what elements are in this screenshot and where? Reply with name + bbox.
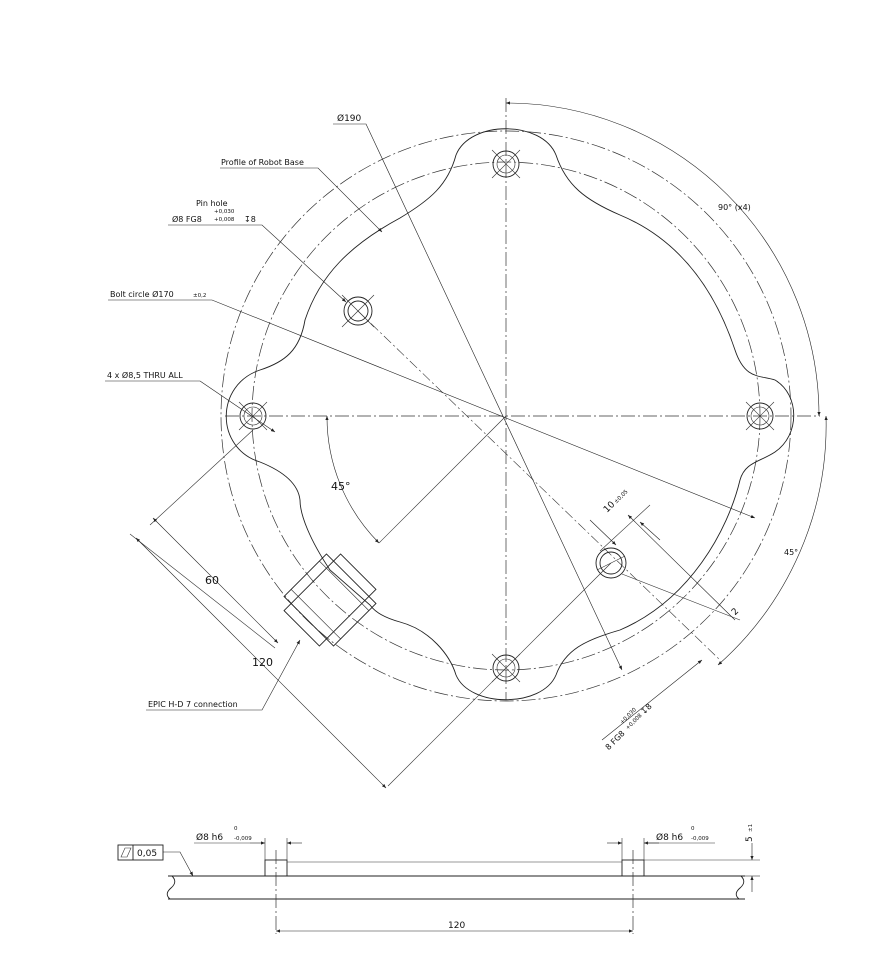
dim-10-ext1 <box>599 504 651 552</box>
d190-leader <box>333 123 623 671</box>
label-dim-60: 60 <box>205 574 219 587</box>
top-view: Ø190 Profile of Robot Base Pin hole Ø8 F… <box>105 98 828 789</box>
epic-leader <box>146 639 301 711</box>
angle-90-arc <box>505 101 821 417</box>
plate-left-break <box>166 875 176 900</box>
dim-10-ext2 <box>621 573 741 621</box>
label-pin-right-depth: ↧8 <box>639 702 654 717</box>
label-pin-hole-spec: Ø8 FG8 <box>172 214 202 224</box>
epic-connector <box>283 553 377 647</box>
label-holes: 4 x Ø8,5 THRU ALL <box>107 370 183 380</box>
holes-leader <box>105 380 276 433</box>
label-angle-45-left: 45° <box>331 480 351 493</box>
label-pin-left-tol-lower: -0,009 <box>234 836 252 842</box>
dim-2-line <box>627 514 736 621</box>
label-pin-right-tol-lower-side: -0,009 <box>691 836 709 842</box>
label-dim-2: 2 <box>730 607 741 618</box>
profile-leader <box>220 167 383 233</box>
flatness-symbol <box>120 847 132 858</box>
label-profile: Profile of Robot Base <box>221 158 304 167</box>
label-dim-120: 120 <box>252 656 273 669</box>
label-pin-right-spec: 8 FG8 <box>604 729 627 752</box>
angle-45-right-arc <box>717 415 828 666</box>
plate-right-break <box>735 875 745 900</box>
label-pin-hole-tol-lower: +0,008 <box>214 217 235 223</box>
label-epic: EPIC H-D 7 connection <box>148 700 238 709</box>
label-pin-left-spec: Ø8 h6 <box>196 832 223 843</box>
flatness-leader <box>163 851 194 877</box>
robot-base-profile <box>225 128 795 701</box>
pin-right-leader <box>601 659 703 741</box>
label-angle-90: 90° (x4) <box>718 203 751 212</box>
side-view: Ø8 h6 0 -0,009 Ø8 h6 0 -0,009 0,05 5 ±1 … <box>117 824 760 934</box>
dim-10-line-b <box>639 521 661 541</box>
label-angle-45-right: 45° <box>784 548 798 557</box>
diagonal-center-line <box>357 310 721 661</box>
label-pin-hole-title: Pin hole <box>196 199 228 208</box>
dim-10-line <box>589 519 617 546</box>
connector-direction-line <box>378 415 507 544</box>
label-flatness-value: 0,05 <box>137 849 157 859</box>
label-thickness-tol: ±1 <box>748 824 754 832</box>
label-pin-right-spec-side: Ø8 h6 <box>656 832 683 843</box>
bolt-circle-leader <box>108 299 756 519</box>
pin-hole-leader <box>168 224 347 303</box>
label-pin-hole-depth: ↧8 <box>244 215 256 224</box>
bolt-hole-left <box>238 401 268 431</box>
flatness-frame <box>117 844 164 861</box>
dim-60-ext1 <box>149 429 254 526</box>
label-thickness: 5 <box>745 836 755 842</box>
label-bolt-circle: Bolt circle Ø170 <box>110 289 174 299</box>
label-bolt-circle-tol: ±0,2 <box>193 293 206 299</box>
label-pin-right-tol-upper-side: 0 <box>691 826 695 832</box>
pin-hole-upper-left <box>341 294 375 328</box>
label-pin-hole-tol-upper: +0,030 <box>214 209 235 215</box>
dim-120-ext2 <box>387 562 612 787</box>
dim-120-ext1 <box>129 533 276 649</box>
label-side-dim-120: 120 <box>448 921 465 931</box>
angle-45-left-arc <box>325 415 380 544</box>
label-d190: Ø190 <box>337 113 362 124</box>
label-dim-10-tol: ±0,05 <box>613 489 630 506</box>
dim-120-line <box>135 537 387 789</box>
label-pin-left-tol-upper: 0 <box>234 826 238 832</box>
